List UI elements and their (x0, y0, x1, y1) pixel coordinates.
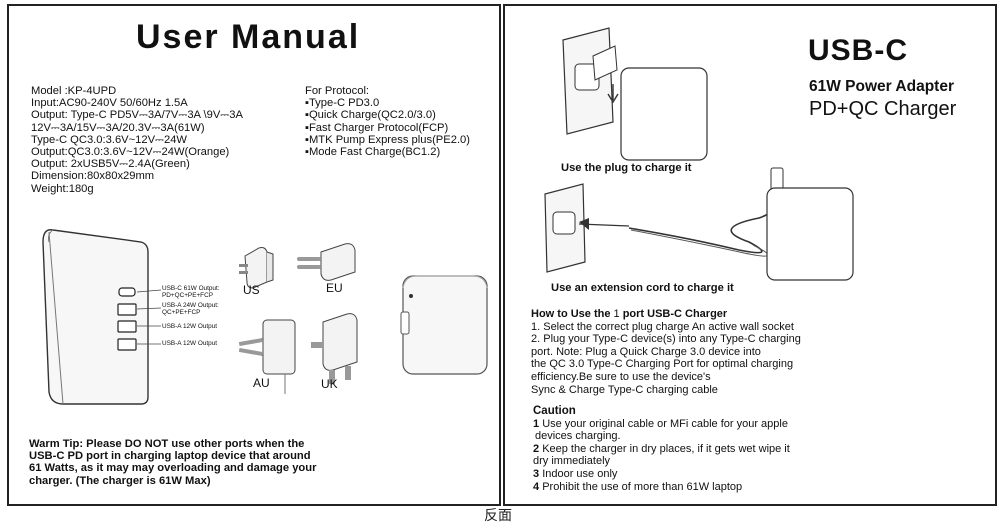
extension-cord-illustration (544, 167, 854, 281)
product-subtitle: 61W Power Adapter (809, 78, 954, 95)
specs-block: Model :KP-4UPD Input:AC90-240V 50/60Hz 1… (31, 85, 243, 195)
spec-line: 12V⎓3A/15V⎓3A/20.3V⎓3A(61W) (31, 121, 205, 134)
howto-block: How to Use the 1 port USB-C Charger 1. S… (531, 308, 801, 396)
page-footer: 反面 (484, 508, 512, 524)
howto-line: efficiency.Be sure to use the device's (531, 370, 711, 383)
caution-block: Caution 1 Use your original cable or MFi… (533, 405, 790, 493)
eu-plug-icon (297, 243, 356, 281)
caption-extension: Use an extension cord to charge it (551, 282, 734, 294)
spec-line: Output: Type-C PD5V⎓3A/7V⎓3A \9V⎓3A (31, 109, 243, 122)
howto-heading: How to Use the 1 port USB-C Charger (531, 308, 728, 320)
plug-label-us: US (243, 283, 260, 297)
warm-tip-line: 61 Watts, as it may may overloading and … (29, 462, 317, 475)
protocol-block: For Protocol: ▪Type-C PD3.0 ▪Quick Charg… (305, 85, 470, 158)
spec-line: Model :KP-4UPD (31, 85, 117, 97)
wall-socket-plug-illustration (562, 27, 708, 161)
caution-item-cont: devices charging. (535, 430, 621, 443)
product-title: USB-C (808, 34, 908, 67)
howto-line: 1. Select the correct plug charge An act… (531, 320, 794, 333)
caution-item: 3 Indoor use only (533, 467, 618, 480)
warm-tip-line: Warm Tip: Please DO NOT use other ports … (29, 438, 305, 450)
warm-tip-line: charger. (The charger is 61W Max) (29, 474, 211, 487)
product-subtitle-2: PD+QC Charger (809, 98, 957, 120)
plug-label-au: AU (253, 376, 270, 390)
spec-line: Dimension:80x80x29mm (31, 170, 155, 183)
caption-plug: Use the plug to charge it (561, 162, 692, 174)
caution-item: 2 Keep the charger in dry places, if it … (533, 442, 790, 455)
plug-label-uk: UK (321, 377, 338, 391)
au-plug-icon (238, 319, 296, 394)
protocol-heading: For Protocol: (305, 85, 370, 97)
spec-line: Input:AC90-240V 50/60Hz 1.5A (31, 97, 188, 110)
howto-line: the QC 3.0 Type-C Charging Port for opti… (531, 358, 794, 371)
uk-plug-icon (311, 313, 358, 384)
howto-line: Sync & Charge Type-C charging cable (531, 383, 718, 396)
spec-line: Type-C QC3.0:3.6V~12V⎓24W (31, 133, 187, 146)
caution-item-cont: dry immediately (533, 455, 611, 468)
spec-line: Output: 2xUSB5V⎓2.4A(Green) (31, 158, 190, 171)
plug-label-eu: EU (326, 281, 343, 295)
port-label: USB-A 24W Output: QC+PE+FCP (162, 302, 219, 316)
port-label: USB-A 12W Output (162, 340, 218, 347)
protocol-item: ▪MTK Pump Express plus(PE2.0) (305, 133, 470, 146)
protocol-item: ▪Type-C PD3.0 (305, 97, 380, 110)
port-label: USB-A 12W Output (162, 323, 218, 330)
caution-heading: Caution (533, 405, 576, 417)
protocol-item: ▪Fast Charger Protocol(FCP) (305, 121, 449, 134)
howto-line: 2. Plug your Type-C device(s) into any T… (531, 333, 801, 346)
left-panel: User Manual Model :KP-4UPD Input:AC90-24… (7, 4, 501, 506)
charger-front-illustration (400, 275, 488, 375)
caution-item: 1 Use your original cable or MFi cable f… (533, 417, 788, 430)
port-label: USB-C 61W Output: PD+QC+PE+FCP (162, 285, 220, 299)
right-panel: Use the plug to charge it Use an extensi… (503, 4, 997, 506)
howto-line: port. Note: Plug a Quick Charge 3.0 devi… (531, 345, 761, 358)
protocol-item: ▪Mode Fast Charge(BC1.2) (305, 146, 441, 159)
us-plug-icon (239, 247, 274, 289)
charger-side-illustration (42, 229, 162, 405)
spec-line: Weight:180g (31, 182, 94, 195)
spec-line: Output:QC3.0:3.6V~12V⎓24W(Orange) (31, 146, 230, 159)
caution-item: 4 Prohibit the use of more than 61W lapt… (533, 480, 743, 493)
warm-tip: Warm Tip: Please DO NOT use other ports … (29, 438, 316, 487)
warm-tip-line: USB-C PD port in charging laptop device … (29, 450, 311, 463)
protocol-item: ▪Quick Charge(QC2.0/3.0) (305, 109, 436, 122)
manual-title: User Manual (136, 18, 361, 56)
